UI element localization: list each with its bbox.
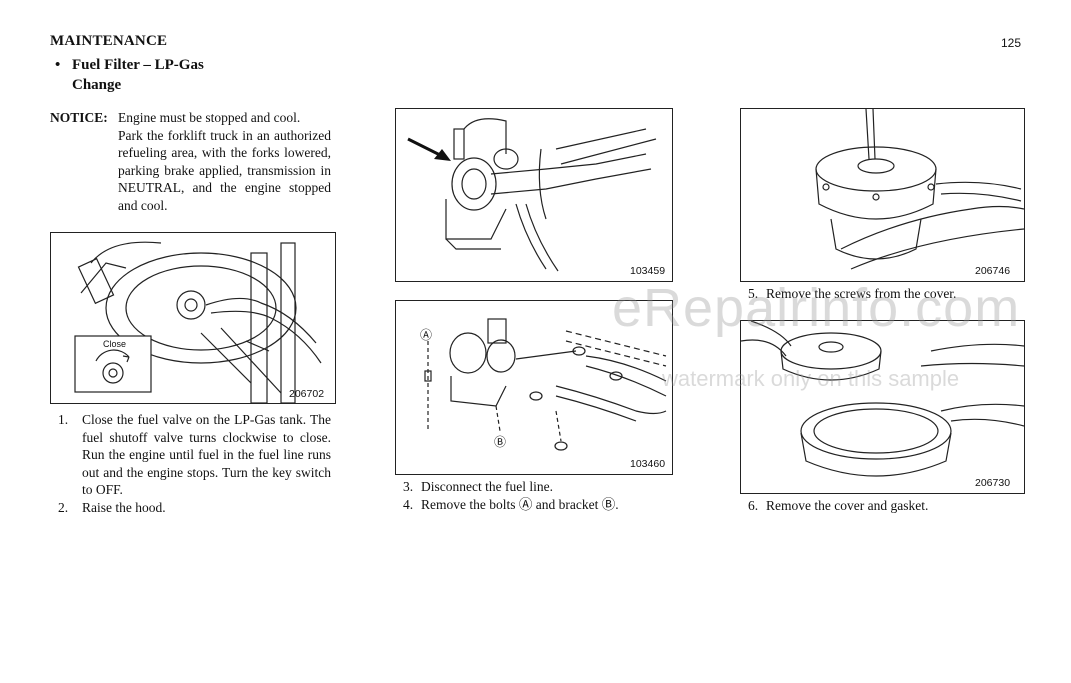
figure-cover-gasket: 206730 [740,320,1025,494]
figure-number: 206730 [975,477,1011,489]
notice-first-line: Engine must be stopped and cool. [118,110,301,125]
callout-a: Ⓐ [420,328,432,342]
callout-b: Ⓑ [494,435,506,449]
watermark-main: eRepairinfo.com [612,278,1021,338]
arrow-icon [407,137,451,161]
step-item: 4. Remove the bolts Ⓐ and bracket Ⓑ. [403,496,671,514]
figure-number: 103459 [630,265,666,277]
subsection-title-line1: Fuel Filter – LP-Gas [72,57,204,73]
bullet: • [55,57,61,73]
step-item: 5. Remove the screws from the cover. [748,285,1023,303]
watermark-sub: watermark only on this sample [662,366,960,391]
step-number: 3. [403,479,414,494]
exploded-view-illustration: Ⓐ Ⓑ [420,318,667,451]
step-number: 4. [403,496,414,512]
step-item: 2. Raise the hood. [58,499,331,517]
step-5: 5. Remove the screws from the cover. [748,285,1023,303]
figure-cover-screws: 206746 [740,108,1025,282]
close-callout-label: Close [103,339,126,349]
figure-number: 103460 [630,458,666,470]
step-number: 1. [58,412,69,427]
notice-label: NOTICE: [50,110,108,125]
valve-knob-icon [95,349,130,384]
step-number: 2. [58,499,69,515]
step-text: Remove the screws from the cover. [766,286,957,301]
step-number: 5. [748,286,759,301]
step-item: 6. Remove the cover and gasket. [748,497,1023,515]
fuel-tank-illustration: Close [74,241,322,403]
step-text: Close the fuel valve on the LP-Gas tank.… [82,412,331,497]
step-number: 6. [748,498,759,513]
step-item: 1. Close the fuel valve on the LP-Gas ta… [58,411,331,499]
notice-body: Park the forklift truck in an authorized… [118,127,331,213]
figure-number: 206702 [289,388,325,400]
step-text: Remove the cover and gasket. [766,498,929,513]
step-item: 3. Disconnect the fuel line. [403,478,671,496]
figure-exploded-view: Ⓐ Ⓑ 103460 [395,300,673,475]
figure-fuel-filter: 103459 [395,108,673,282]
fuel-filter-illustration [407,118,657,272]
step-text: Remove the bolts Ⓐ and bracket Ⓑ. [421,496,619,512]
subsection-title-line2: Change [72,77,122,93]
steps-column-1: 1. Close the fuel valve on the LP-Gas ta… [58,411,331,516]
step-6: 6. Remove the cover and gasket. [748,497,1023,515]
cover-gasket-illustration [741,321,1024,477]
page-number: 125 [1001,36,1022,50]
section-title: MAINTENANCE [50,33,168,49]
figure-fuel-tank-valve: Close 206702 [50,232,336,404]
steps-column-2: 3. Disconnect the fuel line. 4. Remove t… [403,478,671,513]
cover-screws-illustration [815,109,1024,270]
step-text: Disconnect the fuel line. [421,479,553,494]
step-text: Raise the hood. [82,499,166,515]
figure-number: 206746 [975,265,1011,277]
subsection-title: • Fuel Filter – LP-Gas Change [55,55,204,95]
notice-block: NOTICE: Engine must be stopped and cool.… [50,109,331,214]
